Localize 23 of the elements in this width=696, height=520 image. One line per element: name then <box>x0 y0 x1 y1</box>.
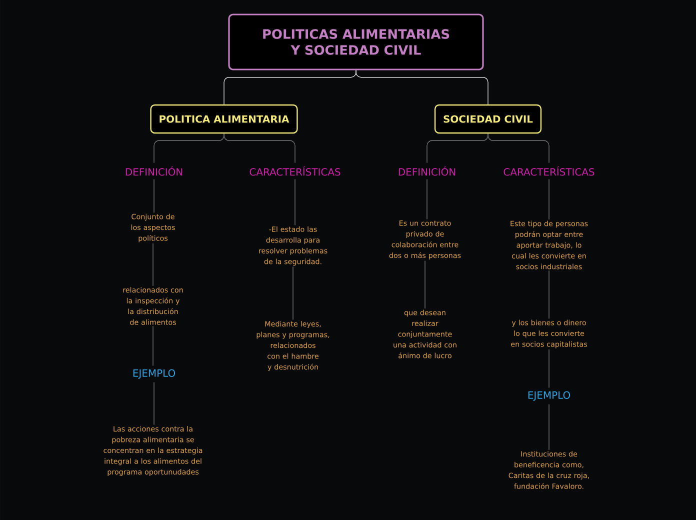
category-box: SOCIEDAD CIVIL <box>434 104 542 134</box>
connector-line <box>548 404 550 450</box>
category-box: POLITICA ALIMENTARIA <box>150 104 298 134</box>
connector-line <box>488 133 550 164</box>
connector-line <box>292 266 294 320</box>
connector-line <box>424 260 426 309</box>
connector-line <box>426 178 428 220</box>
heading-text: DEFINICIÓN <box>122 162 186 179</box>
connector-line <box>356 70 488 105</box>
connector-line <box>224 70 356 105</box>
heading-text: CARACTERÍSTICAS <box>500 162 598 179</box>
connector-line <box>224 133 296 164</box>
heading-text: EJEMPLO <box>524 388 574 404</box>
connector-line <box>548 270 550 319</box>
heading-text: CARACTERÍSTICAS <box>246 162 344 179</box>
connector-line <box>548 349 550 388</box>
connector-line <box>548 178 550 220</box>
heading-text: DEFINICIÓN <box>394 162 460 179</box>
title-box: POLITICAS ALIMENTARIAS Y SOCIEDAD CIVIL <box>228 14 484 70</box>
connector-line <box>152 326 154 366</box>
heading-text: EJEMPLO <box>129 366 179 382</box>
connector-line <box>294 178 296 226</box>
connector-line <box>152 243 154 286</box>
